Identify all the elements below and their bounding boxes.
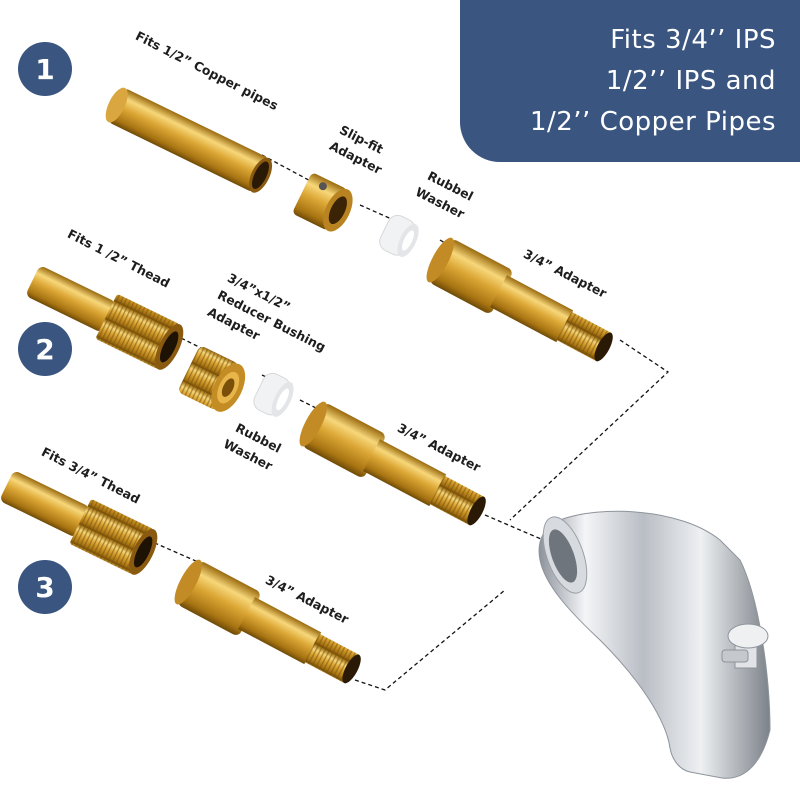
step-badge-2: 2 [18,322,72,376]
step-badge-1: 1 [18,42,72,96]
banner-line-3: 1/2’’ Copper Pipes [529,107,776,137]
rubber-washer-1 [379,214,419,258]
tub-spout [538,510,771,779]
banner-line-2: 1/2’’ IPS and [605,66,776,96]
slip-fit-adapter [293,173,353,232]
threaded-pipe-34 [1,472,158,575]
copper-pipe [105,87,273,193]
banner-line-1: Fits 3/4’’ IPS [610,25,776,55]
adapter-3 [174,559,361,684]
reducer-bushing [179,347,246,412]
step-badge-3: 3 [18,560,72,614]
adapter-1 [426,237,613,362]
fit-banner: Fits 3/4’’ IPS 1/2’’ IPS and 1/2’’ Coppe… [460,0,800,162]
threaded-pipe-half [27,267,184,370]
rubber-washer-2 [253,372,294,417]
adapter-2 [299,401,486,526]
